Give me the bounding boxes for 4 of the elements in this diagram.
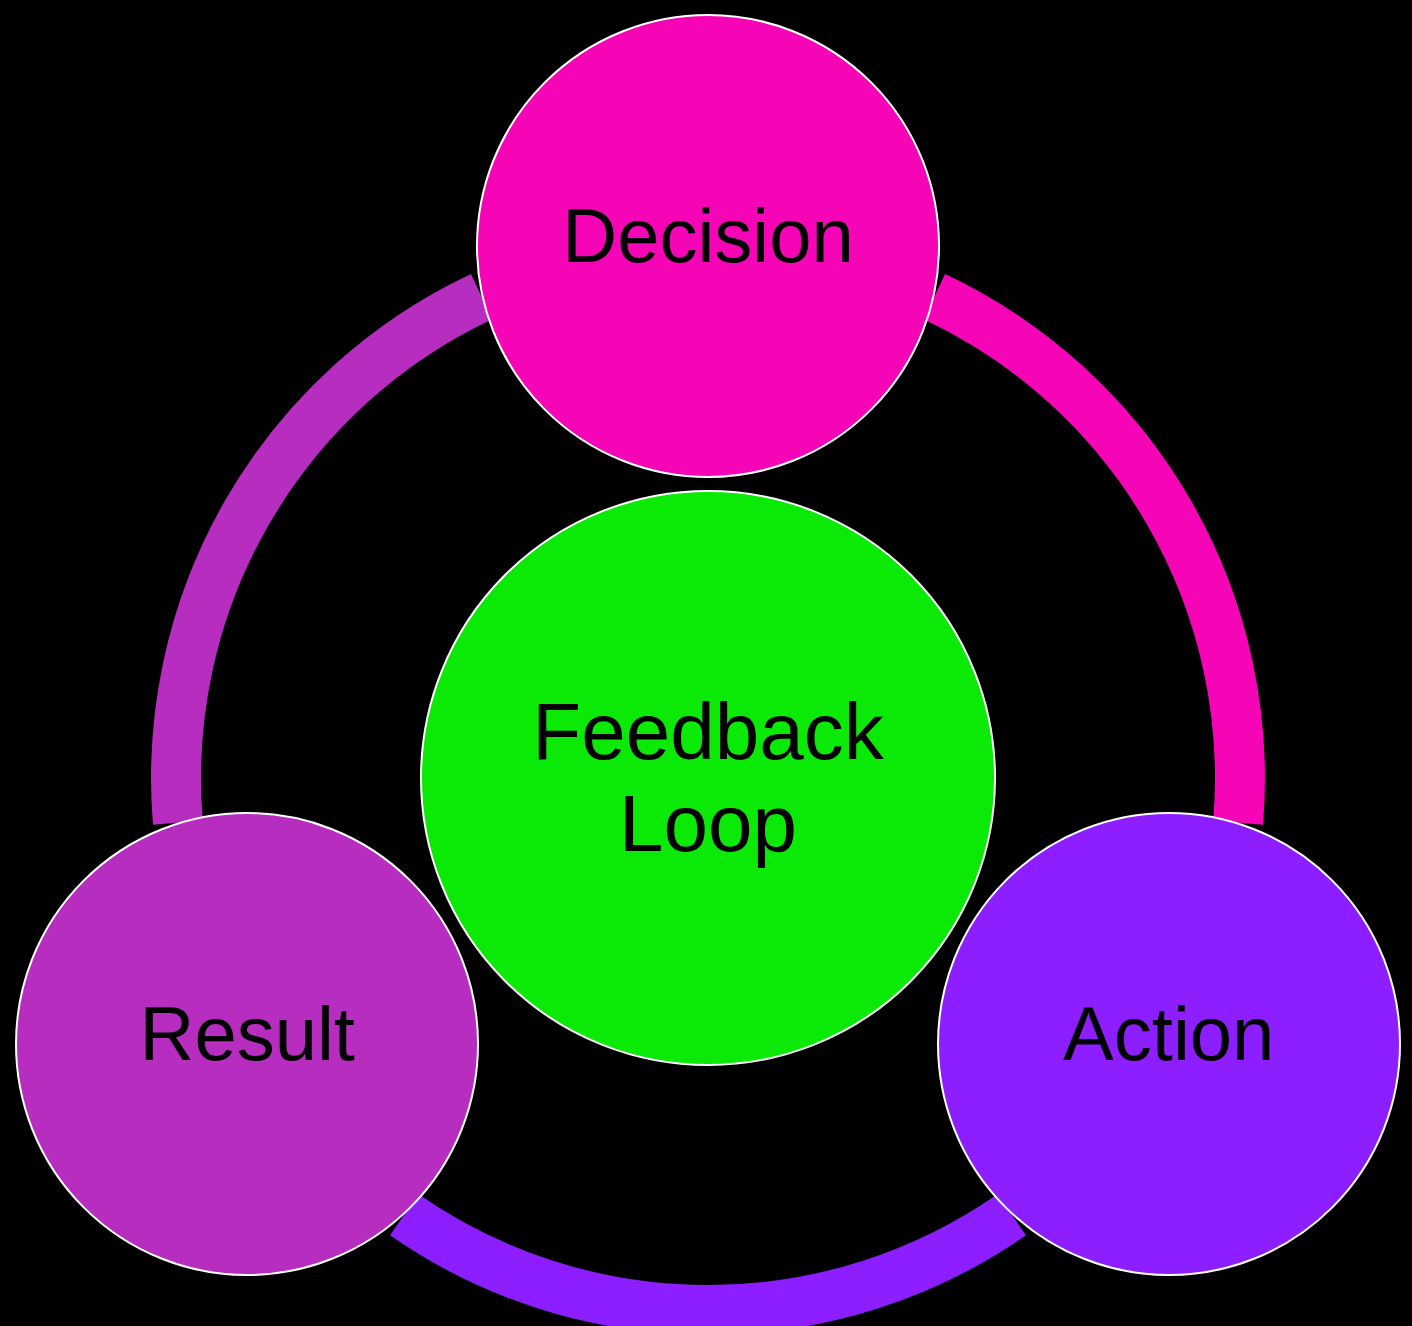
node-label: Feedback Loop (531, 686, 885, 870)
node-label: Action (1063, 990, 1275, 1078)
node-label: Result (139, 990, 355, 1078)
node-label: Decision (562, 192, 854, 280)
